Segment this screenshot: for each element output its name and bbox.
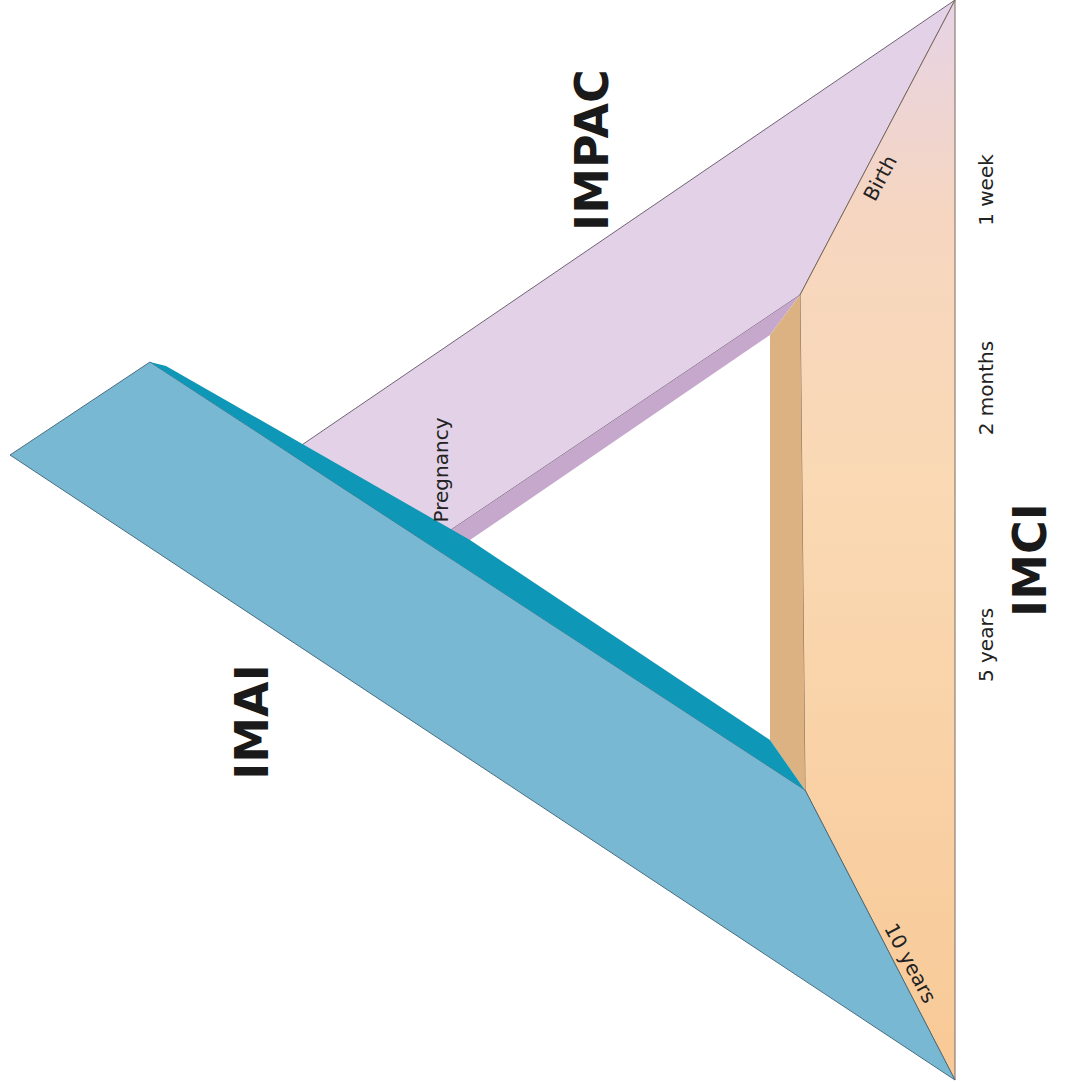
age-tick-label: 2 months xyxy=(976,341,996,435)
program-label: IMCI xyxy=(1007,503,1053,617)
imai-bevel xyxy=(150,362,805,790)
impac-bevel xyxy=(430,295,800,544)
program-label: IMPAC xyxy=(569,69,615,231)
age-tick-label: 1 week xyxy=(976,154,996,226)
imai-band xyxy=(10,362,955,1080)
impac-band xyxy=(290,0,955,544)
program-label: IMAI xyxy=(229,664,275,780)
stage-label: Pregnancy xyxy=(431,418,451,523)
imci-bevel xyxy=(770,295,805,790)
age-tick-label: 5 years xyxy=(976,608,996,682)
age-label: 10 years xyxy=(881,920,939,1006)
stage-label: Birth xyxy=(860,152,900,204)
imci-band xyxy=(800,0,955,1080)
